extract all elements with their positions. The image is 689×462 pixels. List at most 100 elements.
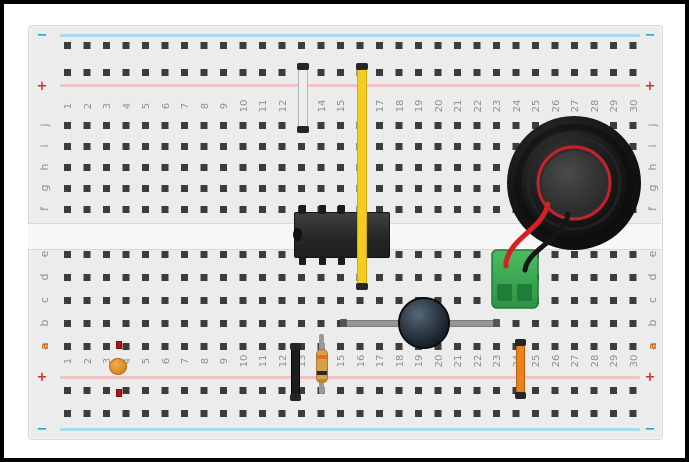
column-number: 11: [257, 99, 269, 113]
resistor[interactable]: [316, 334, 328, 394]
column-number: 29: [608, 354, 620, 368]
column-number: 20: [433, 354, 444, 368]
column-number: 21: [452, 99, 464, 113]
row-letter: a: [645, 342, 659, 350]
column-number: 12: [277, 99, 288, 113]
hole-row: [64, 273, 637, 281]
hole-row: [64, 184, 637, 192]
column-number: 20: [433, 99, 444, 113]
ic-pin: [299, 205, 306, 214]
capacitor-leg: [116, 341, 122, 349]
minus-symbol: −: [36, 27, 48, 43]
column-number: 5: [140, 102, 152, 110]
electrolytic-capacitor[interactable]: [398, 297, 450, 349]
column-number: 5: [140, 357, 152, 365]
ic-pin: [338, 205, 345, 214]
column-number: 19: [413, 99, 425, 113]
column-number: 10: [238, 99, 249, 113]
column-number: 10: [238, 354, 249, 368]
column-number: 9: [218, 357, 230, 365]
speaker-assembly[interactable]: [480, 106, 658, 318]
hole-row: [64, 163, 637, 171]
ic-notch-icon: [293, 228, 302, 241]
column-number: 8: [199, 102, 210, 110]
hole-row: [64, 41, 637, 49]
column-number: 6: [160, 102, 171, 110]
plus-symbol: +: [644, 369, 656, 385]
speaker-wire-red[interactable]: [503, 201, 551, 269]
top-negative-rail-line: [60, 34, 640, 37]
column-number: 17: [374, 354, 386, 368]
hole-row: [64, 342, 637, 350]
jumper-wire-black[interactable]: [290, 343, 301, 401]
column-number: 18: [394, 354, 405, 368]
column-number: 3: [101, 102, 113, 110]
plus-symbol: +: [36, 78, 48, 94]
plus-symbol: +: [36, 369, 48, 385]
column-number: 19: [413, 354, 425, 368]
resistor-body: [316, 349, 328, 383]
column-number: 17: [374, 99, 386, 113]
row-letter: e: [37, 250, 51, 258]
row-letter: g: [37, 184, 51, 192]
ic-chip[interactable]: [293, 205, 390, 265]
hole-row: [64, 68, 637, 76]
ic-pin: [319, 256, 326, 265]
plus-symbol: +: [644, 78, 656, 94]
ceramic-capacitor[interactable]: [109, 341, 127, 397]
column-number: 8: [199, 357, 210, 365]
column-number: 1: [62, 357, 74, 365]
jumper-wire-white[interactable]: [297, 63, 309, 133]
hole-row: [64, 205, 637, 213]
bottom-positive-rail-line: [60, 376, 640, 379]
column-number: 2: [82, 102, 93, 110]
row-letter: j: [37, 123, 51, 127]
ic-pin: [338, 256, 345, 265]
row-letter: d: [37, 273, 51, 281]
speaker-ring-texture: [526, 135, 622, 231]
column-number: 25: [530, 354, 542, 368]
speaker-ring-texture: [514, 123, 634, 243]
hole-row: [64, 296, 637, 304]
column-number: 30: [628, 354, 639, 368]
speaker-cone: [542, 151, 606, 215]
column-number: 16: [355, 354, 366, 368]
column-number: 1: [62, 102, 74, 110]
top-positive-rail-line: [60, 84, 640, 87]
row-letter: b: [37, 319, 51, 327]
column-number: 23: [491, 354, 503, 368]
jumper-wire-yellow[interactable]: [356, 63, 368, 290]
hole-row: [64, 121, 637, 129]
column-number: 15: [335, 99, 347, 113]
column-number: 4: [121, 102, 132, 110]
column-number: 15: [335, 354, 347, 368]
speaker-wire-black[interactable]: [522, 211, 571, 273]
column-number: 7: [179, 357, 191, 365]
ic-pin: [299, 256, 306, 265]
column-number: 22: [472, 354, 483, 368]
row-letter: h: [37, 163, 51, 171]
capacitor-disc: [109, 358, 127, 375]
capacitor-leg: [116, 389, 122, 397]
column-number: 18: [394, 99, 405, 113]
hole-row: [64, 142, 637, 150]
column-number: 21: [452, 354, 464, 368]
row-letter: c: [37, 296, 51, 304]
terminal-pad: [497, 284, 512, 301]
hole-row: [64, 386, 637, 394]
row-letter: a: [37, 342, 51, 350]
minus-symbol: −: [644, 421, 656, 437]
row-letter: i: [37, 144, 51, 148]
column-number: 7: [179, 102, 191, 110]
hole-row: [64, 409, 637, 417]
minus-symbol: −: [644, 27, 656, 43]
minus-symbol: −: [36, 421, 48, 437]
row-letter: f: [37, 207, 51, 211]
column-number: 28: [589, 354, 600, 368]
column-number: 14: [316, 99, 327, 113]
terminal-pad: [517, 284, 532, 301]
column-number: 2: [82, 357, 93, 365]
column-number: 26: [550, 354, 561, 368]
jumper-wire-orange[interactable]: [515, 339, 526, 399]
